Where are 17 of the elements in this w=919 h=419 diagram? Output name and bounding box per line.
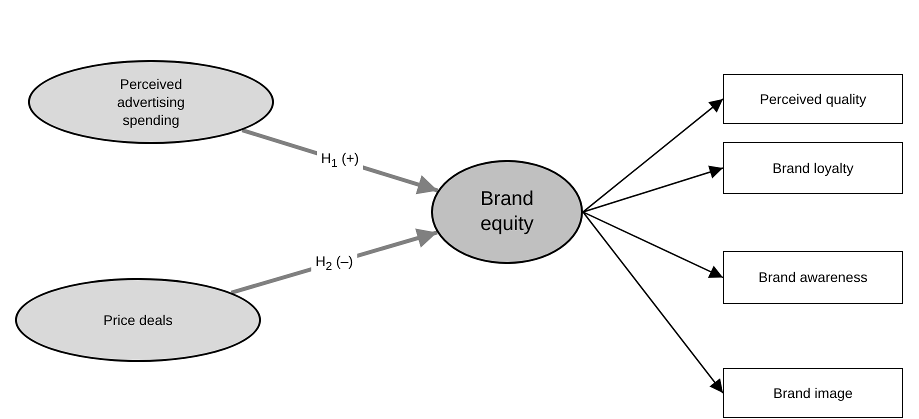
dimension-box (723, 142, 903, 194)
node-label: Perceived advertising spending (116, 74, 186, 130)
node-label: Brand equity (479, 187, 535, 237)
dimension-box (723, 74, 903, 124)
arrow (582, 212, 724, 394)
dimension-box (723, 251, 903, 304)
dimension-box (723, 368, 903, 418)
arrow (582, 166, 724, 213)
node-label: Brand awareness (758, 268, 868, 287)
node-label: Brand image (773, 384, 853, 402)
edge-label: H$_{2}$ (–) (311, 250, 358, 274)
arrow (582, 211, 724, 278)
node-label: Brand loyalty (772, 158, 854, 178)
edge-label: H$_{1}$ (+) (316, 148, 363, 172)
node-label: Perceived quality (760, 90, 866, 108)
arrow (582, 98, 724, 213)
node-label: Price deals (103, 310, 173, 330)
